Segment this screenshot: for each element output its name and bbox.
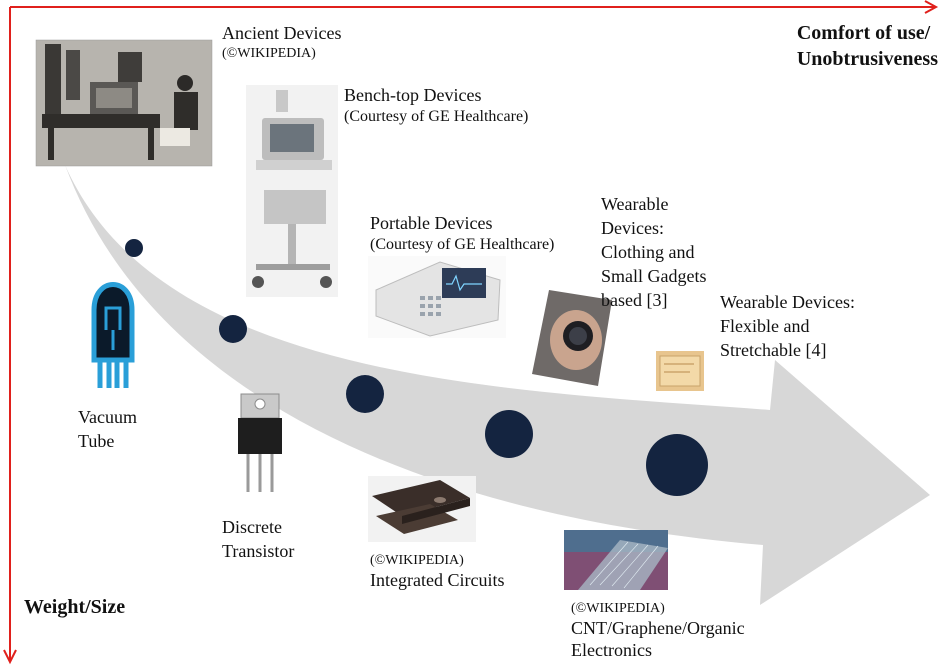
wearable-flexible-label: Wearable Devices: Flexible and Stretchab… bbox=[720, 290, 855, 362]
wearable-clothing-line: based [3] bbox=[601, 290, 668, 310]
wearable-clothing-label: Wearable Devices: Clothing and Small Gad… bbox=[601, 192, 707, 312]
ancient-devices-credit: (©WIKIPEDIA) bbox=[222, 46, 316, 61]
wearable-flexible-line: Wearable Devices: bbox=[720, 292, 855, 312]
portable-devices-label: Portable Devices (Courtesy of GE Healthc… bbox=[370, 212, 554, 254]
wearable-clothing-line: Clothing and bbox=[601, 242, 695, 262]
evolution-arrow bbox=[65, 165, 930, 605]
stage-dot-4 bbox=[485, 410, 533, 458]
integrated-circuits-credit: (©WIKIPEDIA) bbox=[370, 553, 464, 568]
cnt-graphene-label: (©WIKIPEDIA) CNT/Graphene/Organic Electr… bbox=[571, 600, 745, 661]
stage-dot-5 bbox=[646, 434, 708, 496]
benchtop-devices-label: Bench-top Devices (Courtesy of GE Health… bbox=[344, 84, 528, 126]
wearable-clothing-line: Devices: bbox=[601, 218, 664, 238]
y-axis-arrowhead bbox=[3, 649, 17, 665]
stage-dot-3 bbox=[346, 375, 384, 413]
integrated-circuit-photo bbox=[368, 476, 476, 542]
cnt-graphene-line: Electronics bbox=[571, 640, 652, 660]
vacuum-tube-icon bbox=[91, 282, 135, 388]
transistor-line: Discrete bbox=[222, 517, 282, 537]
wearable-gadget-photo bbox=[532, 290, 612, 386]
wearable-flexible-line: Stretchable [4] bbox=[720, 340, 827, 360]
transistor-icon bbox=[238, 393, 282, 492]
integrated-circuits-title: Integrated Circuits bbox=[370, 570, 505, 590]
x-axis-label: Comfort of use/ Unobtrusiveness bbox=[797, 20, 938, 72]
ancient-devices-title: Ancient Devices bbox=[222, 23, 342, 43]
x-axis-label-line1: Comfort of use/ bbox=[796, 22, 931, 44]
vacuum-tube-line: Vacuum bbox=[78, 407, 137, 427]
portable-device-photo bbox=[368, 256, 506, 338]
ancient-devices-photo bbox=[35, 39, 213, 167]
x-axis-label-line2: Unobtrusiveness bbox=[796, 48, 938, 70]
benchtop-device-photo bbox=[246, 85, 338, 297]
vacuum-tube-line: Tube bbox=[78, 431, 115, 451]
portable-devices-title: Portable Devices bbox=[370, 213, 493, 233]
flexible-wearable-photo bbox=[656, 351, 704, 391]
stage-dot-1 bbox=[125, 239, 143, 257]
benchtop-devices-credit: (Courtesy of GE Healthcare) bbox=[344, 108, 529, 125]
transistor-line: Transistor bbox=[222, 541, 295, 561]
cnt-graphene-credit: (©WIKIPEDIA) bbox=[571, 601, 665, 616]
benchtop-devices-title: Bench-top Devices bbox=[344, 85, 482, 105]
transistor-label: Discrete Transistor bbox=[222, 515, 294, 563]
x-axis-arrowhead bbox=[924, 0, 939, 14]
portable-devices-credit: (Courtesy of GE Healthcare) bbox=[370, 236, 555, 253]
integrated-circuits-label: (©WIKIPEDIA) Integrated Circuits bbox=[370, 552, 504, 592]
wearable-clothing-line: Small Gadgets bbox=[601, 266, 707, 286]
ancient-devices-label: Ancient Devices (©WIKIPEDIA) bbox=[222, 22, 341, 62]
cnt-graphene-photo bbox=[564, 530, 668, 590]
y-axis-label: Weight/Size bbox=[24, 596, 126, 618]
stage-dot-2 bbox=[219, 315, 247, 343]
wearable-flexible-line: Flexible and bbox=[720, 316, 810, 336]
vacuum-tube-label: Vacuum Tube bbox=[78, 405, 137, 453]
wearable-clothing-line: Wearable bbox=[601, 194, 669, 214]
cnt-graphene-line: CNT/Graphene/Organic bbox=[571, 618, 745, 638]
